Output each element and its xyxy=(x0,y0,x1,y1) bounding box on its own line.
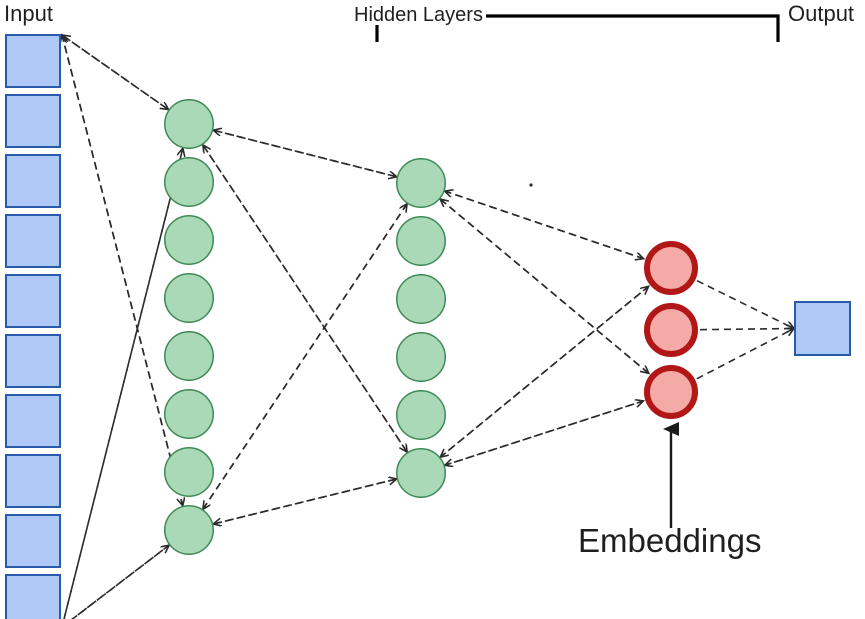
hidden-node xyxy=(164,505,214,555)
input-node xyxy=(5,454,61,508)
stray-mark xyxy=(529,183,533,187)
hidden-node xyxy=(164,215,214,265)
connection-edge xyxy=(213,129,397,177)
input-node xyxy=(5,574,61,619)
embeddings-label: Embeddings xyxy=(578,522,762,559)
embedding-node xyxy=(644,241,698,295)
connection-edge xyxy=(62,35,169,111)
connection-edge xyxy=(444,401,644,467)
input-node xyxy=(5,514,61,568)
hidden-node xyxy=(396,274,446,324)
edge-group-hidden1-to-hidden2 xyxy=(203,130,407,524)
hidden-node xyxy=(164,447,214,497)
connection-edge xyxy=(62,35,184,506)
connection-edge xyxy=(203,203,408,509)
hidden1-node-group xyxy=(164,99,214,555)
input-node xyxy=(5,154,61,208)
input-node xyxy=(5,274,61,328)
connection-edge xyxy=(440,285,650,457)
input-label: Input xyxy=(4,1,53,26)
hidden-node xyxy=(396,390,446,440)
connection-edge xyxy=(696,329,794,380)
hidden-node xyxy=(164,389,214,439)
connection-edge xyxy=(203,145,408,453)
input-node xyxy=(5,334,61,388)
hidden-node xyxy=(396,448,446,498)
connection-edge xyxy=(213,478,397,524)
connection-edge xyxy=(696,279,794,329)
connection-edge xyxy=(444,190,644,259)
hidden-node xyxy=(396,158,446,208)
connection-edge xyxy=(213,479,396,525)
output-node-group xyxy=(794,301,851,356)
connection-edge xyxy=(213,130,397,178)
hidden2-node-group xyxy=(396,158,446,498)
input-node xyxy=(5,214,61,268)
edge-group-hidden2-to-embedding xyxy=(440,191,649,465)
bracket-path xyxy=(375,14,780,42)
hidden-node xyxy=(164,99,214,149)
hidden-node xyxy=(164,157,214,207)
connection-edge xyxy=(71,545,169,619)
input-node-group xyxy=(5,34,61,619)
connection-edge xyxy=(445,400,644,465)
edge-group-input-to-hidden1 xyxy=(62,35,183,619)
hidden-layers-bracket xyxy=(375,14,780,42)
hidden-node xyxy=(164,273,214,323)
hidden-node xyxy=(396,216,446,266)
embedding-node xyxy=(644,365,698,419)
output-label: Output xyxy=(788,1,855,26)
hidden-node xyxy=(396,332,446,382)
connection-edge xyxy=(699,329,794,330)
hidden-node xyxy=(164,331,214,381)
input-node xyxy=(5,94,61,148)
embedding-node-group xyxy=(644,241,698,419)
connection-edge xyxy=(62,544,170,619)
hidden-layers-label: Hidden Layers xyxy=(351,5,486,25)
output-node xyxy=(794,301,851,356)
edge-group-embedding-to-output xyxy=(696,279,794,380)
connection-edge xyxy=(62,148,184,619)
embedding-node xyxy=(644,303,698,357)
connection-edge xyxy=(440,199,650,375)
input-node xyxy=(5,34,61,88)
input-node xyxy=(5,394,61,448)
connection-edge xyxy=(445,191,644,260)
